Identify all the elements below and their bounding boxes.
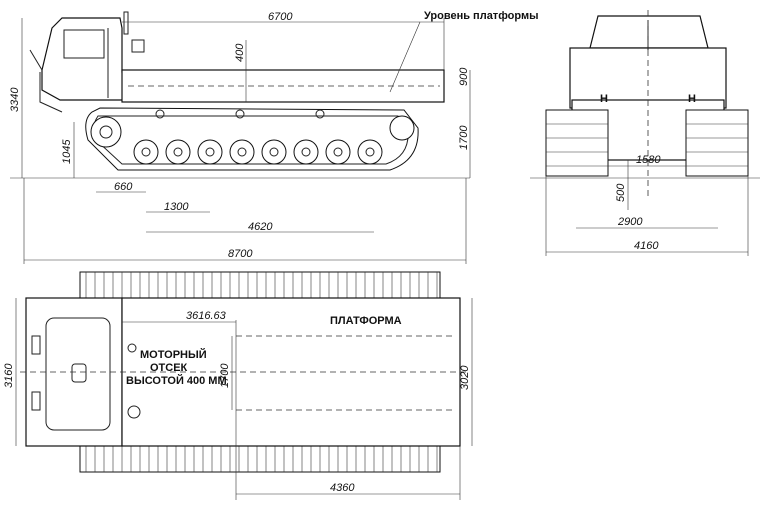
- dim-platform-offset: 3616.63: [186, 310, 227, 322]
- dim-ground-clearance: 500: [615, 183, 627, 202]
- road-wheels: [133, 139, 383, 165]
- front-mark-right: H: [688, 93, 696, 105]
- dim-total-length: 8700: [228, 248, 253, 260]
- dim-total-width: 4160: [634, 240, 659, 252]
- engine-label-3: ВЫСОТОЙ 400 ММ: [126, 374, 227, 387]
- hatch: [71, 363, 87, 383]
- dim-track-width: 2900: [617, 216, 643, 228]
- road-wheel: [357, 139, 383, 165]
- dim-total-height: 3340: [9, 87, 21, 112]
- engine-label-1: МОТОРНЫЙ: [140, 348, 207, 361]
- front-platform: [569, 47, 727, 109]
- platform-level-label: Уровень платформы: [424, 10, 539, 22]
- road-wheel: [133, 139, 159, 165]
- dim-wheel-pitch: 1300: [164, 201, 189, 213]
- road-wheel: [293, 139, 319, 165]
- exhaust-pipe: [123, 11, 129, 35]
- dim-cab-offset: 400: [234, 43, 246, 62]
- plan-cab-roof: [45, 317, 111, 431]
- side-view: 6700 400 3340 900 1700 1045 Уровень плат…: [9, 10, 539, 264]
- engine-label-2: ОТСЕК: [150, 362, 188, 374]
- road-wheel: [229, 139, 255, 165]
- road-wheel: [325, 139, 351, 165]
- dim-platform-length: 6700: [268, 11, 293, 23]
- front-track-right: [685, 109, 749, 177]
- front-view: H H 1580 500 2900 4160: [530, 10, 760, 256]
- plan-view: ПЛАТФОРМА МОТОРНЫЙ ОТСЕК ВЫСОТОЙ 400 ММ …: [3, 271, 473, 500]
- front-track-left: [545, 109, 609, 177]
- dim-platform-width: 3020: [459, 365, 471, 390]
- cab-window: [63, 29, 105, 59]
- dim-engine-width: 1700: [219, 363, 231, 388]
- dim-platform-plan-length: 4360: [330, 482, 355, 494]
- drive-sprocket: [90, 116, 122, 148]
- dim-plan-width: 3160: [3, 363, 15, 388]
- exhaust-plan: [127, 405, 141, 419]
- front-mark-left: H: [600, 93, 608, 105]
- dim-platform-height: 900: [458, 67, 470, 86]
- road-wheel: [197, 139, 223, 165]
- dim-track-base: 4620: [248, 221, 273, 233]
- dim-overhang: 660: [114, 181, 133, 193]
- platform-label: ПЛАТФОРМА: [330, 315, 402, 327]
- plan-track-bottom: [79, 445, 441, 473]
- idler-wheel: [389, 115, 415, 141]
- dim-deck-height: 1700: [458, 125, 470, 150]
- road-wheel: [261, 139, 287, 165]
- front-cab: [589, 15, 709, 49]
- dim-clearance-front: 1045: [61, 139, 73, 164]
- dim-track-gauge: 1580: [636, 154, 661, 166]
- road-wheel: [165, 139, 191, 165]
- plan-track-top: [79, 271, 441, 299]
